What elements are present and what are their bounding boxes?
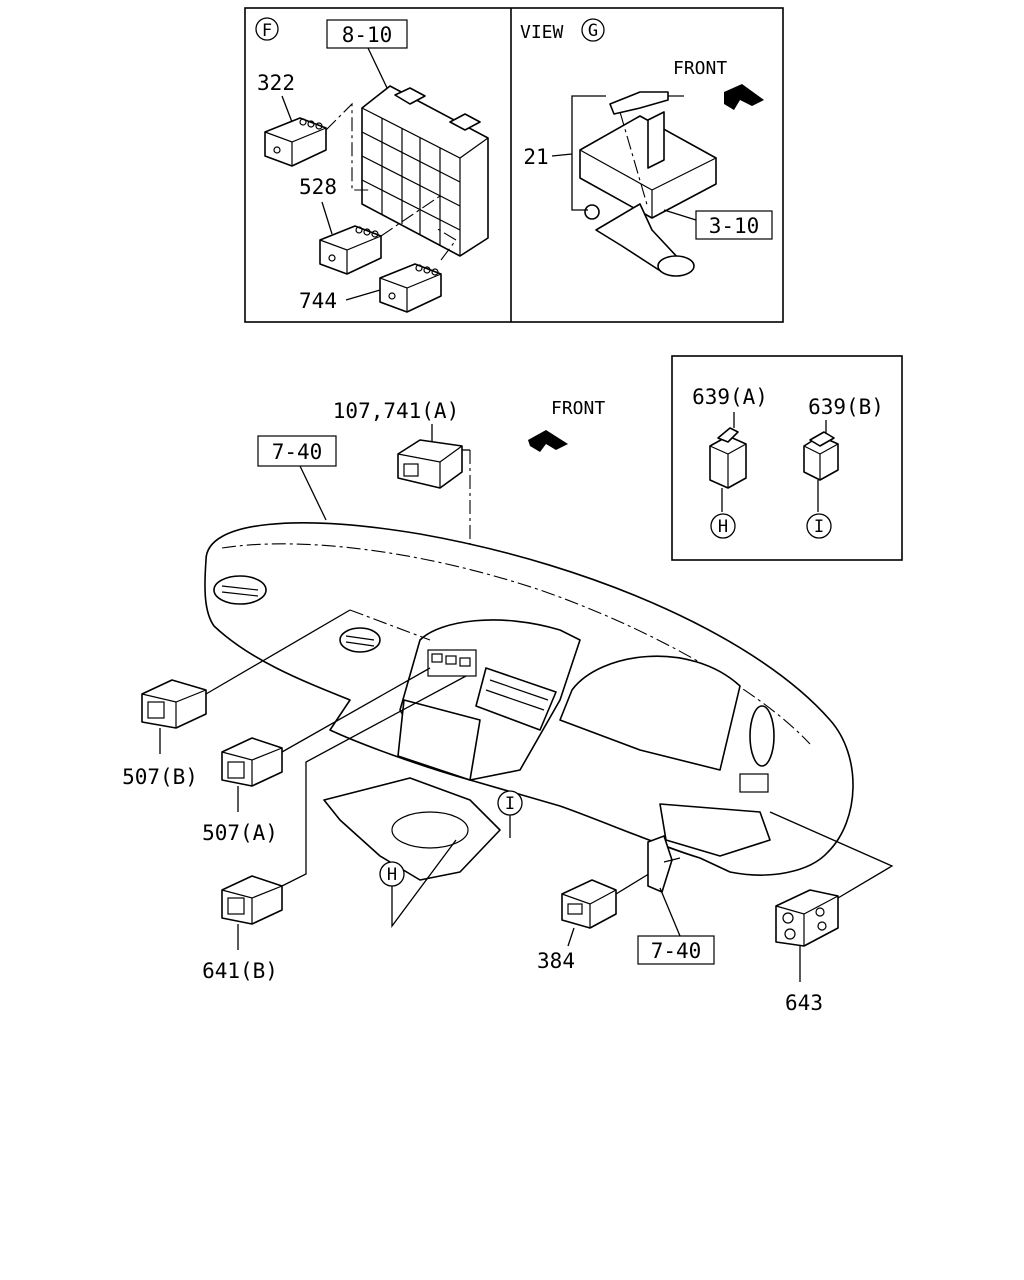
pedal-bracket <box>579 91 717 277</box>
part-507a-label: 507(A) <box>202 821 278 845</box>
bracket-bolt <box>584 204 600 220</box>
ref-box-7-40-bottom-label: 7-40 <box>651 939 702 963</box>
part-639b-label: 639(B) <box>808 395 884 419</box>
switch-inset: 639(A) 639(B) H I <box>671 355 903 561</box>
dashboard <box>204 522 854 881</box>
switch-panel <box>427 649 477 677</box>
front-label-main: FRONT <box>551 398 605 419</box>
relay-528 <box>319 225 382 275</box>
ref-box-8-10-label: 8-10 <box>342 23 393 47</box>
view-g-panel: VIEW G FRONT 21 3-10 <box>520 18 773 277</box>
lower-right-panel <box>659 803 771 857</box>
view-f-panel: F 8-10 <box>255 17 489 313</box>
view-marker-f <box>255 17 279 41</box>
top-inset-frame <box>244 7 784 323</box>
ref-box-3-10 <box>695 210 773 240</box>
ref-box-7-40-top-label: 7-40 <box>272 440 323 464</box>
part-507b-label: 507(B) <box>122 765 198 789</box>
instrument-cluster <box>559 655 741 771</box>
part-322-label: 322 <box>257 71 295 95</box>
relay-block <box>361 85 489 257</box>
ref-box-7-40-bottom <box>637 935 715 965</box>
marker-h-inset-label: H <box>718 517 728 537</box>
switch-639a <box>709 412 747 489</box>
marker-i-inset <box>806 513 832 539</box>
view-label: VIEW <box>520 22 564 43</box>
part-21-label: 21 <box>523 145 548 169</box>
switch-641b <box>221 875 283 925</box>
marker-i-main-label: I <box>505 794 515 814</box>
view-marker-g-label: G <box>588 21 598 41</box>
ref-box-3-10-label: 3-10 <box>709 214 760 238</box>
part-639a-label: 639(A) <box>692 385 768 409</box>
ref-box-8-10 <box>326 19 408 49</box>
part-641b-label: 641(B) <box>202 959 278 983</box>
front-arrow-main <box>528 430 568 452</box>
main-front-indicator: FRONT <box>528 398 605 452</box>
relay-bracket <box>647 835 681 893</box>
switch-107-741a <box>397 439 463 489</box>
part-528-label: 528 <box>299 175 337 199</box>
switch-21 <box>609 91 669 115</box>
right-vent <box>749 705 775 767</box>
radio-slot <box>397 699 481 781</box>
center-vent <box>475 667 557 731</box>
switch-507b <box>141 679 207 729</box>
part-107-741a-label: 107,741(A) <box>333 399 459 423</box>
switch-639b <box>803 420 839 481</box>
switch-643 <box>775 889 839 947</box>
view-marker-f-label: F <box>262 21 272 41</box>
view-marker-g <box>581 18 605 42</box>
front-arrow-top <box>724 84 764 110</box>
lower-console <box>323 777 501 881</box>
front-label-top: FRONT <box>673 58 727 79</box>
marker-h-main-label: H <box>387 865 397 885</box>
left-vent <box>213 575 267 605</box>
relay-322 <box>264 117 327 167</box>
part-643-label: 643 <box>785 991 823 1015</box>
switch-507a <box>221 737 283 787</box>
part-384-label: 384 <box>537 949 575 973</box>
ref-box-7-40-top <box>257 435 337 467</box>
marker-h-inset <box>710 513 736 539</box>
marker-i-inset-label: I <box>814 517 824 537</box>
relay-744 <box>379 263 442 313</box>
part-744-label: 744 <box>299 289 337 313</box>
relay-384 <box>561 879 617 929</box>
